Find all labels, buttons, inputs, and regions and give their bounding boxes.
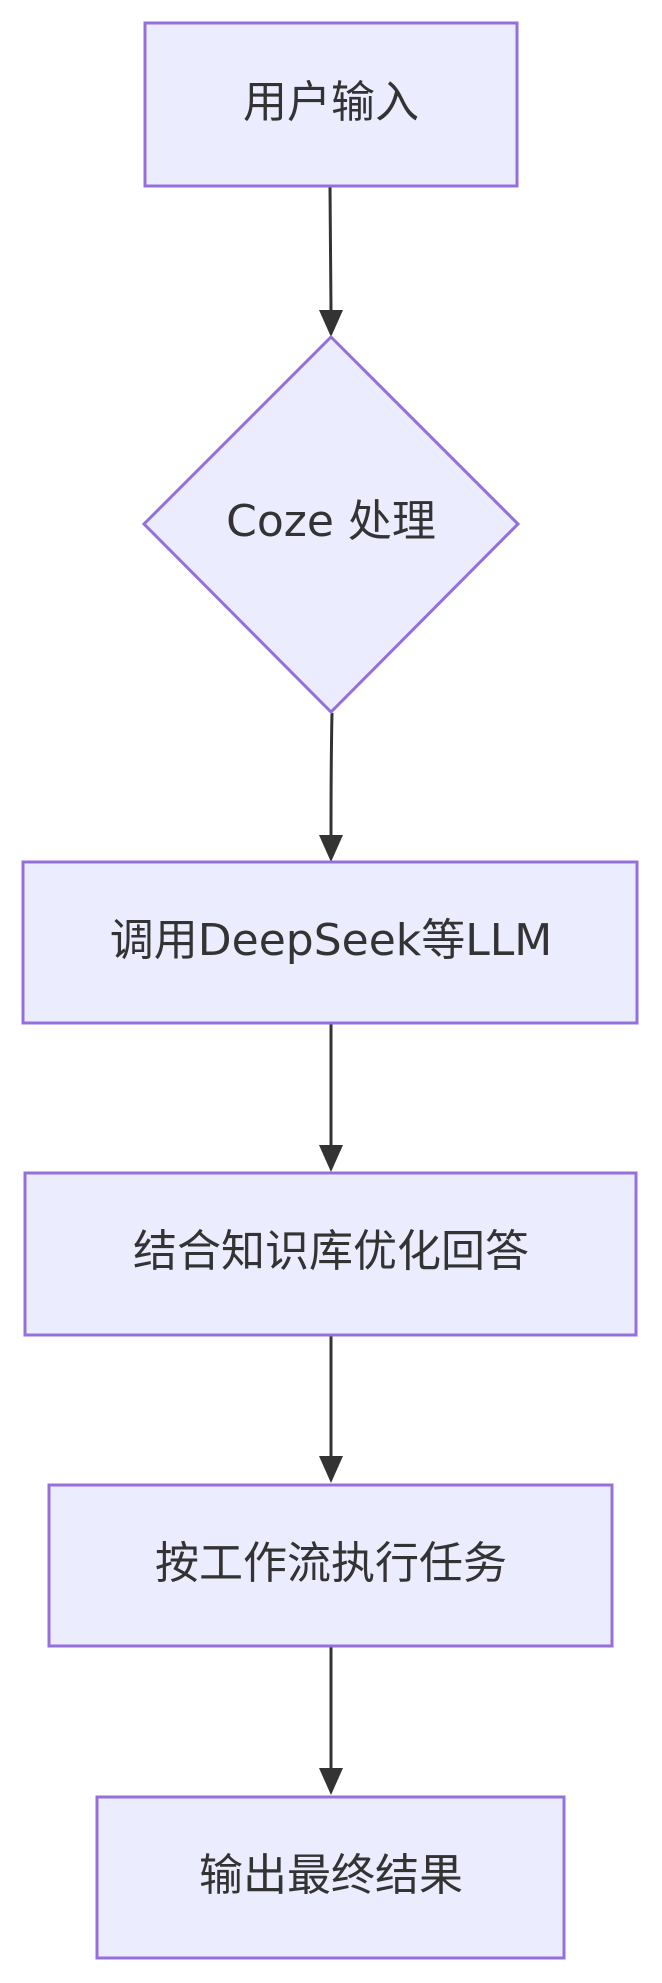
edges <box>319 186 343 1795</box>
edge-user-input-to-coze <box>319 186 343 337</box>
node-call-llm-label: 调用DeepSeek等LLM <box>110 915 553 966</box>
node-knowledge-optimize-label: 结合知识库优化回答 <box>133 1226 529 1277</box>
edge-knowledge-to-workflow <box>319 1335 343 1483</box>
edge-coze-to-call-llm <box>319 712 343 862</box>
edge-workflow-to-output <box>319 1647 343 1795</box>
node-workflow-exec: 按工作流执行任务 <box>47 1483 614 1648</box>
node-workflow-exec-label: 按工作流执行任务 <box>155 1538 507 1589</box>
node-coze-process-label: Coze 处理 <box>226 496 436 547</box>
node-coze-process: Coze 处理 <box>141 334 521 715</box>
node-user-input: 用户输入 <box>143 21 519 188</box>
node-call-llm: 调用DeepSeek等LLM <box>21 860 639 1025</box>
node-user-input-label: 用户输入 <box>243 77 419 128</box>
node-final-output: 输出最终结果 <box>95 1795 566 1960</box>
node-knowledge-optimize: 结合知识库优化回答 <box>23 1171 638 1337</box>
edge-call-llm-to-knowledge <box>319 1024 343 1172</box>
node-final-output-label: 输出最终结果 <box>199 1850 463 1901</box>
